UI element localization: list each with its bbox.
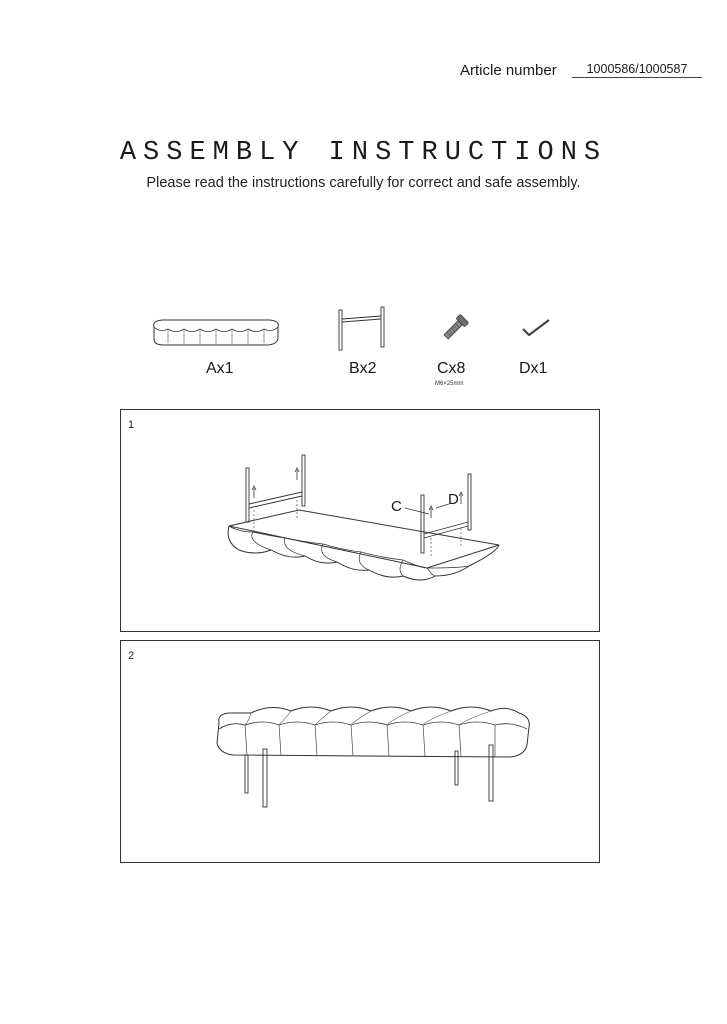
leg-frame-icon (338, 306, 385, 351)
article-label: Article number (460, 62, 557, 79)
tufted-cushion-icon (153, 319, 279, 346)
part-c-label: Cx8 (437, 360, 466, 377)
page-subtitle: Please read the instructions carefully f… (146, 175, 581, 191)
callout-c: C (391, 498, 402, 515)
parts-list: Ax1 Bx2 Cx8 M6×25mm Dx1 (140, 305, 580, 395)
bolt-icon (443, 314, 469, 340)
step-2-illustration (216, 706, 530, 808)
part-b-label: Bx2 (349, 360, 377, 377)
step-1-illustration: C D (227, 454, 500, 581)
step-1-panel: 1 C D (120, 409, 600, 632)
step-2-number: 2 (128, 650, 135, 662)
step-2-panel: 2 (120, 640, 600, 863)
part-c-size: M6×25mm (435, 381, 464, 387)
part-a-label: Ax1 (206, 360, 234, 377)
page-title: ASSEMBLY INSTRUCTIONS (119, 138, 608, 168)
part-d-label: Dx1 (519, 360, 548, 377)
article-number: 1000586/1000587 (572, 62, 702, 78)
step-1-number: 1 (128, 419, 135, 431)
allen-key-icon (522, 319, 550, 337)
callout-d: D (448, 491, 459, 508)
